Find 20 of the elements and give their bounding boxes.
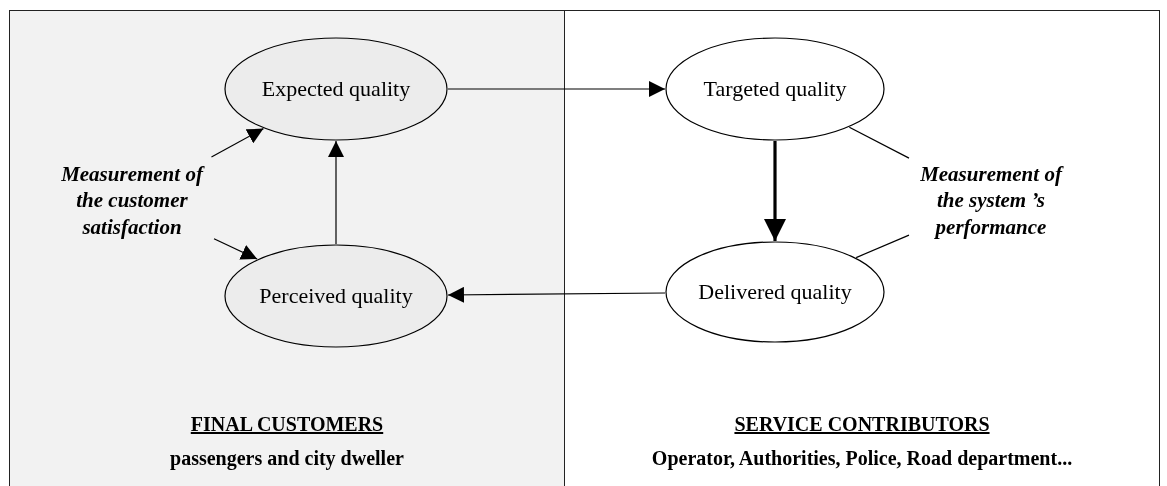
arrow [328, 140, 344, 245]
annotation-text: Measurement of the system ’s performance [919, 161, 1065, 240]
connector-line [855, 234, 910, 259]
group-members: Operator, Authorities, Police, Road department... [651, 447, 1073, 469]
annotation-text: Measurement of the customer satisfaction [60, 161, 206, 240]
arrow [764, 141, 786, 241]
node-label: Perceived quality [259, 283, 413, 308]
connector-line [848, 126, 910, 159]
group-panel [565, 10, 1160, 486]
arrow [210, 128, 265, 158]
group-heading: SERVICE CONTRIBUTORS [734, 413, 990, 435]
group-panel [9, 10, 565, 486]
arrow [447, 286, 666, 303]
node-label: Expected quality [261, 76, 411, 101]
group-members: passengers and city dweller [170, 447, 404, 469]
node-label: Delivered quality [698, 279, 852, 304]
group-heading: FINAL CUSTOMERS [190, 413, 384, 435]
arrow [447, 81, 666, 97]
arrow [213, 238, 258, 260]
node-label: Targeted quality [703, 76, 847, 101]
